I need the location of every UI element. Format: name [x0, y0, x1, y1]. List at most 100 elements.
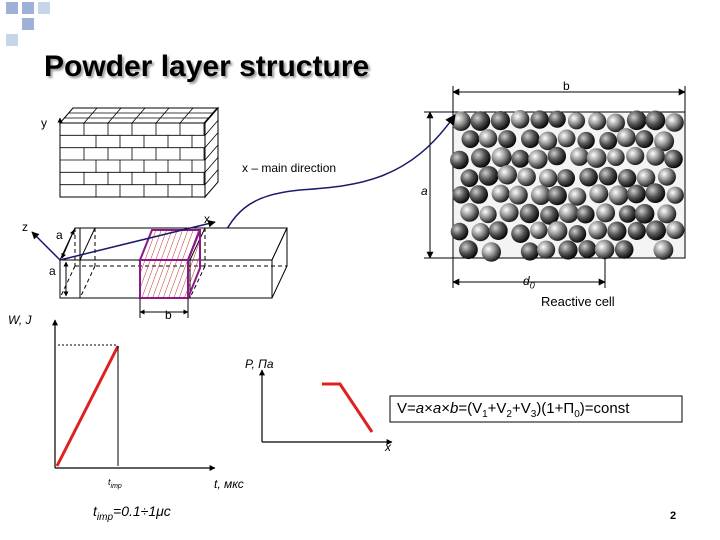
f-x2: × [441, 400, 450, 417]
sphere [664, 149, 683, 169]
sphere [614, 240, 634, 259]
d0-letter: d [523, 274, 530, 288]
sphere [568, 187, 587, 206]
sphere [627, 221, 646, 240]
sphere [530, 221, 548, 239]
sphere [517, 167, 536, 187]
sphere [598, 166, 618, 186]
f-x1: × [424, 400, 433, 417]
sphere [646, 147, 665, 166]
sphere [547, 185, 567, 206]
brick-pattern [60, 107, 219, 197]
pressure-graph [259, 369, 393, 445]
sphere [530, 110, 549, 129]
sphere [635, 130, 654, 149]
sphere [594, 239, 615, 260]
timp-subscript: imp [110, 482, 122, 490]
duration-subscript: imp [96, 511, 114, 523]
brick-wall-diagram [57, 106, 220, 199]
sphere [588, 220, 607, 240]
sphere [634, 204, 655, 224]
sphere [645, 183, 666, 204]
sphere [657, 167, 676, 186]
sphere [459, 240, 478, 260]
sphere [618, 205, 637, 223]
f-p2: +V [511, 400, 531, 417]
impulse-timp-label: timp [108, 476, 122, 493]
brick-line [204, 157, 219, 173]
sphere [570, 147, 589, 166]
brick-line [131, 107, 146, 124]
sphere [607, 148, 625, 166]
brick-line [204, 132, 219, 148]
sphere [461, 130, 480, 149]
axis-x-main-direction: x – main direction [242, 161, 337, 175]
cell-strip-diagram [31, 219, 288, 318]
sphere [577, 131, 595, 150]
sphere-packing [450, 110, 685, 262]
brick-line [179, 107, 194, 124]
f-rest2: )(1+П [536, 400, 575, 417]
sphere [579, 167, 598, 187]
sphere [557, 169, 575, 188]
decorative-squares [6, 2, 50, 46]
impulse-xlabel: t, мкс [214, 477, 244, 491]
sphere [666, 220, 685, 240]
pressure-ylabel: P, Па [245, 357, 274, 371]
sphere [471, 223, 490, 242]
strip-label-b: b [165, 308, 172, 322]
cell-caption: Reactive cell [541, 294, 615, 309]
sphere [547, 146, 566, 166]
sphere [645, 110, 666, 131]
sphere [665, 113, 684, 132]
brick-line [204, 144, 219, 161]
brick-line [204, 120, 219, 136]
sphere [538, 131, 558, 151]
axis-y-label: y [41, 116, 47, 130]
slide-title: Powder layer structure [44, 50, 370, 83]
highlighted-cell-front [139, 259, 189, 299]
sphere [586, 148, 607, 168]
volume-formula: V=a×a×b=(V1+V2+V3)(1+П0)=const [397, 401, 629, 423]
sphere [599, 132, 618, 150]
sphere [520, 242, 540, 261]
sphere [596, 203, 616, 223]
pressure-xlabel: x [385, 440, 391, 454]
strip-label-a-left: a [49, 264, 56, 278]
sphere [558, 203, 579, 224]
sphere [481, 242, 501, 262]
sphere [617, 169, 637, 188]
sphere [608, 185, 629, 206]
sphere [588, 112, 607, 131]
sphere [653, 240, 674, 260]
sphere [510, 110, 530, 129]
sphere [499, 203, 519, 223]
sphere [589, 184, 609, 204]
f-p1: +V [487, 400, 507, 417]
sphere [479, 205, 497, 224]
sphere [478, 166, 499, 186]
f-s0: 0 [574, 409, 580, 420]
brick-line [155, 107, 170, 124]
sphere [636, 168, 656, 188]
impulse-duration: timp=0.1÷1μс [93, 504, 171, 524]
sphere [490, 111, 510, 131]
timp-letter: t [108, 477, 111, 487]
sphere [626, 110, 647, 131]
sphere [578, 240, 597, 259]
cell-label-a: a [421, 184, 428, 198]
sphere [607, 221, 627, 241]
sphere [460, 169, 479, 188]
sphere [657, 204, 677, 224]
brick-line [203, 107, 218, 124]
f-a2: a [432, 400, 442, 417]
pressure-line [322, 382, 374, 433]
sphere [654, 131, 675, 152]
f-b: b [449, 400, 459, 417]
impulse-line [55, 345, 120, 467]
sphere [521, 129, 540, 149]
f-s3: 3 [530, 409, 537, 420]
sphere [547, 221, 568, 241]
strip-label-a-upper: a [56, 228, 63, 242]
reactive-cell-diagram [424, 86, 686, 288]
